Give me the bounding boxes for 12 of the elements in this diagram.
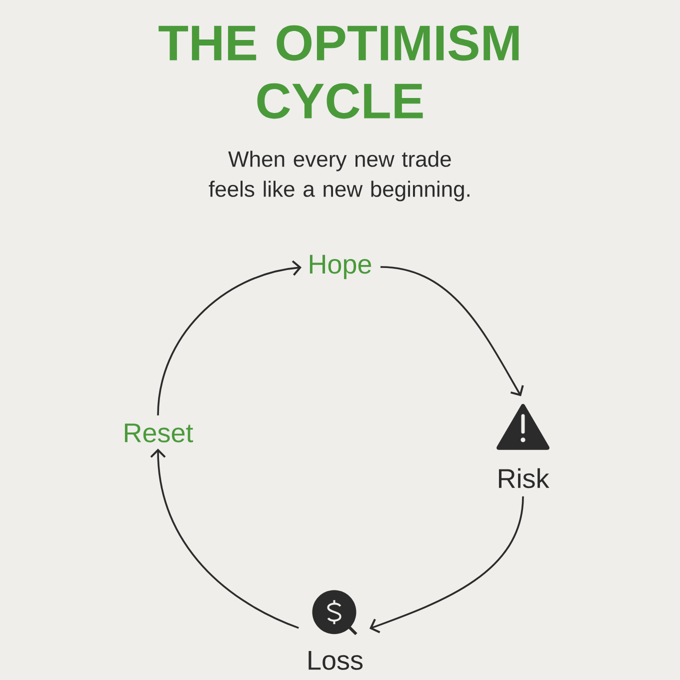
- cycle-stage: Loss: [308, 590, 363, 670]
- node-label: Risk: [498, 468, 550, 488]
- cycle-arrow: [380, 266, 524, 396]
- cycle-stage: Risk: [496, 404, 550, 488]
- subtitle: When every new trade feels like a new beginning.: [208, 150, 470, 202]
- cycle-stage: Reset: [124, 424, 194, 442]
- title: THE OPTIMISM CYCLE: [158, 25, 519, 119]
- cycle-arrow: [369, 496, 524, 634]
- cycle-stage: Hope: [310, 254, 372, 280]
- node-label: Loss: [308, 651, 363, 670]
- cycle-arrow: [150, 448, 299, 629]
- cycle-arrow: [157, 260, 302, 416]
